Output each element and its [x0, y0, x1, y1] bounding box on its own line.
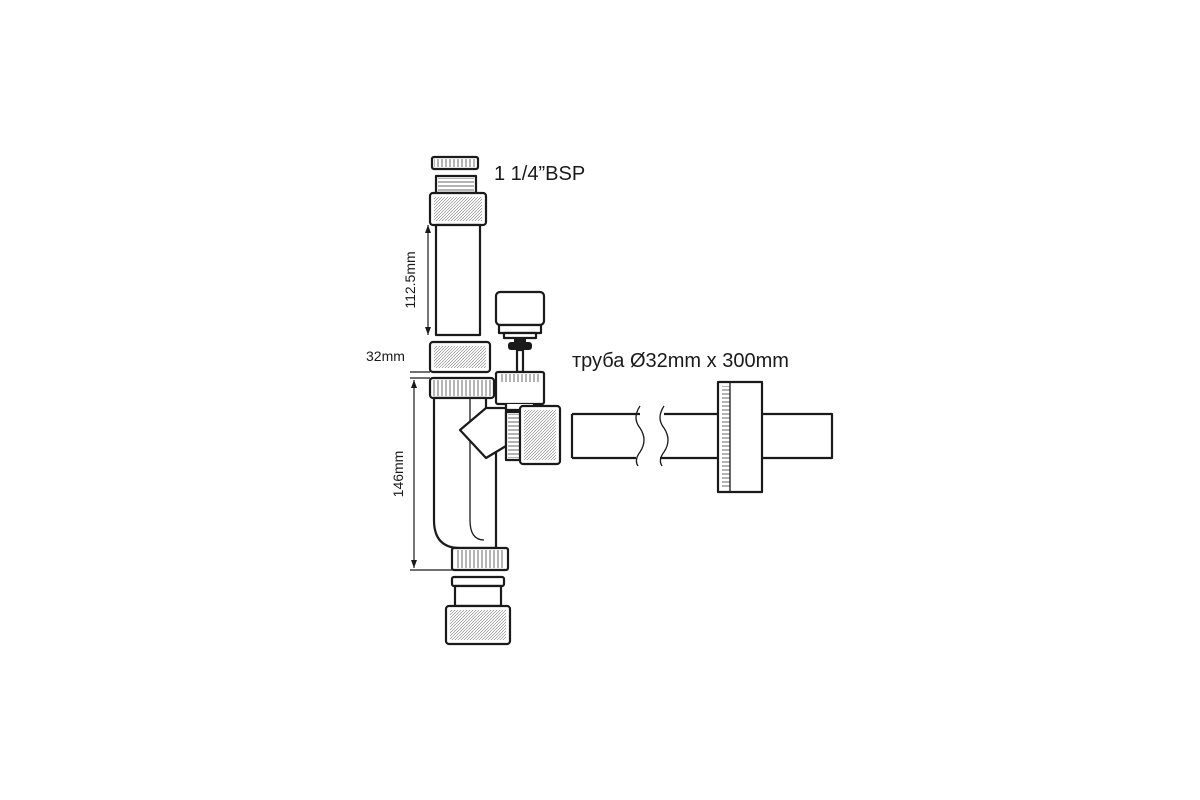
dimension-body: [410, 377, 452, 571]
overflow-gasket: [497, 323, 543, 340]
upper-pipe-length-label: 112.5mm: [402, 251, 418, 308]
siphon-body: [428, 376, 510, 572]
top-thread-adapter: [434, 174, 478, 195]
valve-stem: [508, 338, 532, 374]
branch-pipe: [570, 405, 834, 467]
bottom-adapter: [453, 584, 503, 608]
wall-flange: [716, 380, 764, 494]
branch-pipe-label: труба Ø32mm x 300mm: [572, 350, 789, 372]
overflow-socket: [494, 370, 546, 412]
nut-size-label: 32mm: [366, 348, 405, 364]
top-nut: [428, 191, 488, 227]
bottom-nut: [444, 604, 512, 646]
upper-tube: [434, 223, 482, 337]
thread-size-label: 1 1/4”BSP: [494, 163, 585, 185]
middle-nut: [428, 340, 492, 374]
overflow-cap: [494, 290, 546, 327]
top-washer: [430, 155, 480, 171]
bottom-washer: [450, 575, 506, 588]
body-height-label: 146mm: [390, 451, 406, 498]
dimension-upper-tube: [425, 225, 431, 335]
side-outlet: [504, 404, 562, 466]
